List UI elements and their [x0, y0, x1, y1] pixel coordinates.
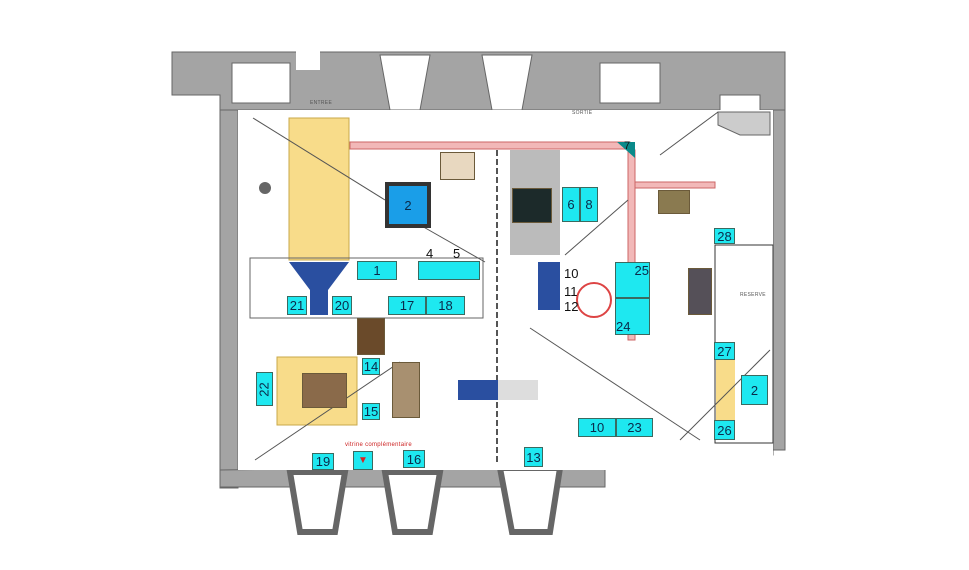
- rotating-display: [576, 282, 612, 318]
- case-13[interactable]: 13: [524, 447, 543, 467]
- case-number: 8: [585, 197, 593, 212]
- case-number: 23: [627, 420, 642, 435]
- window-bay: [286, 469, 349, 535]
- case-20[interactable]: 20: [332, 296, 352, 315]
- painting: [658, 190, 690, 214]
- case-21[interactable]: 21: [287, 296, 307, 315]
- painting: [688, 268, 712, 315]
- case-8[interactable]: 8: [580, 187, 598, 222]
- case-number: 18: [438, 298, 453, 313]
- partition-right: [634, 181, 716, 189]
- case-number: 22: [257, 381, 272, 397]
- case-number: 1: [373, 263, 381, 278]
- entrance-label: ENTREE: [310, 100, 333, 106]
- case-number: 13: [526, 449, 541, 465]
- stairs-entrance: [231, 62, 291, 104]
- case-28[interactable]: 28: [714, 228, 735, 244]
- reserve-label: RESERVE: [740, 292, 766, 298]
- case-4-label: 4: [426, 246, 434, 261]
- case-26[interactable]: 26: [714, 420, 735, 440]
- column: [259, 182, 271, 194]
- case-2-center[interactable]: 2: [385, 182, 431, 228]
- window-bay: [381, 469, 444, 535]
- case-number: 21: [289, 298, 305, 313]
- case-number: 20: [334, 298, 350, 313]
- case-7-label: 7: [624, 140, 631, 152]
- case-16[interactable]: 16: [403, 450, 425, 468]
- case-15[interactable]: 15: [362, 403, 380, 420]
- painting: [392, 362, 420, 418]
- partition-top: [349, 141, 631, 150]
- case-7: [617, 142, 635, 158]
- window-bay: [496, 465, 564, 535]
- case-10-lower[interactable]: 10: [578, 418, 616, 437]
- grey-bench: [498, 380, 538, 400]
- case-11-label: 11: [564, 284, 578, 299]
- case-6[interactable]: 6: [562, 187, 580, 222]
- arrow-down-icon: ▼: [358, 455, 368, 466]
- extra-case[interactable]: ▼: [353, 451, 373, 470]
- case-number: 2: [750, 382, 759, 398]
- right-wall: [772, 109, 786, 451]
- case-number: 25: [634, 263, 649, 278]
- case-number: 2: [404, 197, 412, 213]
- case-number: 10: [589, 420, 605, 435]
- case-number: 26: [717, 422, 732, 438]
- case-2-right[interactable]: 2: [741, 375, 768, 405]
- blue-podium: [289, 262, 349, 315]
- case-number: 24: [616, 319, 631, 334]
- case-14[interactable]: 14: [362, 358, 380, 375]
- case-10-label: 10: [564, 266, 579, 281]
- portrait-painting: [357, 318, 385, 355]
- stairs-exit: [599, 62, 661, 104]
- case-19[interactable]: 19: [312, 453, 334, 470]
- case-number: 16: [406, 451, 422, 467]
- case-18[interactable]: 18: [426, 296, 465, 315]
- case-number: 14: [363, 359, 379, 374]
- painting: [512, 188, 552, 223]
- case-number: 15: [363, 404, 379, 419]
- case-5-label: 5: [453, 246, 461, 261]
- exit-label: SORTIE: [572, 110, 593, 116]
- corner-stair: [717, 111, 771, 136]
- case-number: 17: [399, 298, 415, 313]
- left-wall: [219, 109, 239, 489]
- case-number: 27: [717, 343, 732, 359]
- case-17[interactable]: 17: [388, 296, 426, 315]
- blue-panel-lower: [458, 380, 498, 400]
- right-yellow-zone: [716, 345, 735, 438]
- case-number: 28: [717, 228, 732, 244]
- case-25[interactable]: 25: [615, 262, 650, 298]
- case-1[interactable]: 1: [357, 261, 397, 280]
- extra-case-label: vitrine complémentaire: [345, 442, 412, 448]
- prints-group: [440, 152, 475, 180]
- case-27[interactable]: 27: [714, 342, 735, 360]
- case-number: 19: [315, 454, 331, 469]
- case-23[interactable]: 23: [616, 418, 653, 437]
- case-number: 6: [567, 197, 575, 212]
- blue-panel: [538, 262, 560, 310]
- painting: [302, 373, 347, 408]
- case-12-label: 12: [564, 299, 579, 314]
- doorway: [296, 30, 320, 70]
- case-22[interactable]: 22: [256, 372, 273, 406]
- case-24[interactable]: 24: [615, 298, 650, 335]
- case-4-5[interactable]: [418, 261, 480, 280]
- entrance-zone: [288, 117, 350, 261]
